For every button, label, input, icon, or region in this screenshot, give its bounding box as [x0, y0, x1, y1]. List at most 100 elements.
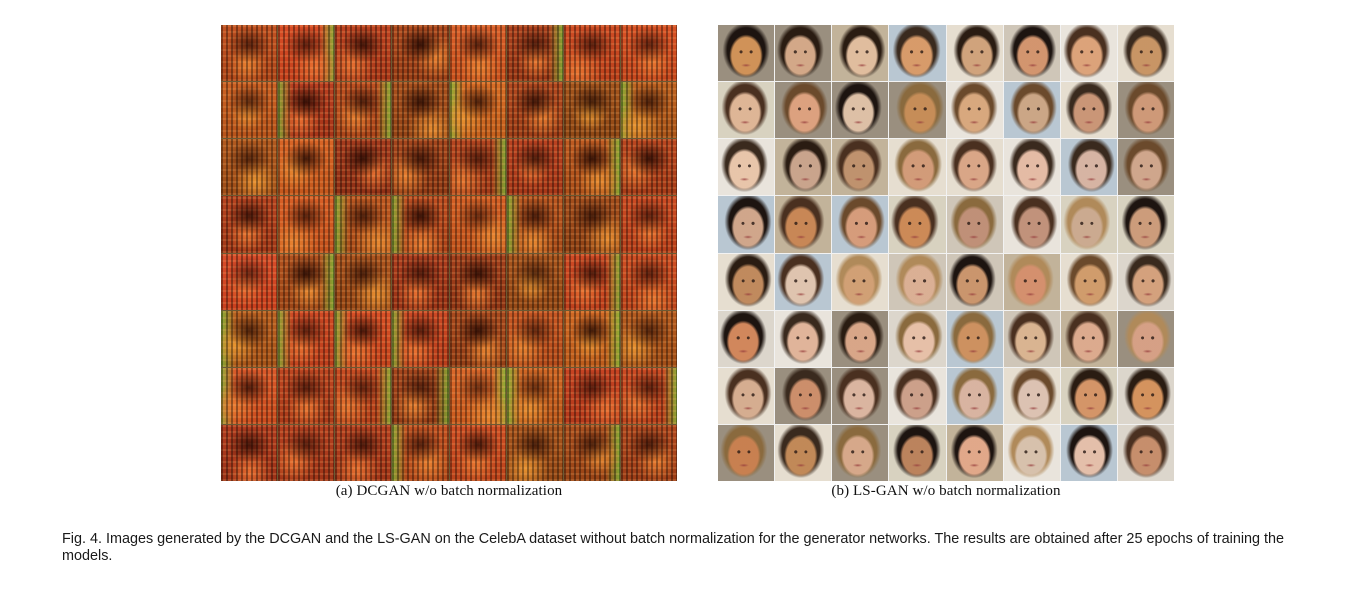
dcgan-sample-tile [335, 25, 392, 82]
dcgan-sample-tile [392, 253, 449, 310]
lsgan-sample-tile [946, 82, 1003, 139]
lsgan-sample-tile [775, 424, 832, 481]
dcgan-sample-tile [392, 25, 449, 82]
dcgan-sample-tile [278, 310, 335, 367]
lsgan-sample-tile [1060, 196, 1117, 253]
lsgan-sample-tile [1117, 253, 1174, 310]
dcgan-sample-tile [449, 25, 506, 82]
lsgan-sample-tile [889, 424, 946, 481]
lsgan-sample-tile [832, 139, 889, 196]
lsgan-sample-tile [946, 367, 1003, 424]
lsgan-sample-tile [832, 196, 889, 253]
lsgan-sample-tile [946, 424, 1003, 481]
lsgan-sample-tile [775, 253, 832, 310]
lsgan-sample-tile [1003, 310, 1060, 367]
lsgan-sample-tile [889, 25, 946, 82]
dcgan-sample-tile [449, 82, 506, 139]
dcgan-sample-tile [335, 367, 392, 424]
dcgan-sample-tile [278, 424, 335, 481]
dcgan-sample-tile [620, 25, 677, 82]
dcgan-sample-tile [620, 196, 677, 253]
dcgan-sample-tile [449, 196, 506, 253]
lsgan-sample-tile [1117, 139, 1174, 196]
dcgan-sample-tile [335, 253, 392, 310]
lsgan-sample-tile [1003, 82, 1060, 139]
dcgan-sample-tile [506, 139, 563, 196]
lsgan-sample-tile [718, 25, 775, 82]
lsgan-sample-tile [1060, 424, 1117, 481]
lsgan-sample-tile [1060, 253, 1117, 310]
lsgan-sample-tile [946, 196, 1003, 253]
dcgan-sample-tile [221, 139, 278, 196]
lsgan-sample-tile [1003, 139, 1060, 196]
dcgan-sample-tile [392, 310, 449, 367]
lsgan-sample-tile [1060, 310, 1117, 367]
lsgan-sample-tile [718, 310, 775, 367]
dcgan-sample-tile [278, 253, 335, 310]
dcgan-sample-tile [335, 310, 392, 367]
dcgan-sample-tile [563, 253, 620, 310]
panel-b-lsgan: (b) LS-GAN w/o batch normalization [718, 25, 1174, 499]
dcgan-sample-tile [620, 367, 677, 424]
lsgan-sample-tile [889, 196, 946, 253]
lsgan-sample-tile [1117, 82, 1174, 139]
dcgan-sample-tile [620, 310, 677, 367]
dcgan-sample-tile [620, 139, 677, 196]
subcaption-b: (b) LS-GAN w/o batch normalization [831, 483, 1061, 499]
lsgan-sample-tile [832, 82, 889, 139]
lsgan-sample-tile [718, 139, 775, 196]
lsgan-sample-tile [889, 367, 946, 424]
lsgan-sample-tile [1003, 367, 1060, 424]
lsgan-sample-tile [1060, 367, 1117, 424]
lsgan-sample-tile [1117, 367, 1174, 424]
lsgan-sample-tile [718, 253, 775, 310]
dcgan-sample-tile [620, 424, 677, 481]
lsgan-sample-tile [832, 310, 889, 367]
dcgan-sample-tile [506, 25, 563, 82]
dcgan-sample-tile [506, 367, 563, 424]
dcgan-sample-tile [449, 310, 506, 367]
dcgan-sample-tile [392, 139, 449, 196]
dcgan-sample-tile [278, 196, 335, 253]
lsgan-sample-tile [946, 310, 1003, 367]
lsgan-sample-tile [775, 196, 832, 253]
dcgan-sample-grid [221, 25, 677, 481]
dcgan-sample-tile [221, 25, 278, 82]
subcaption-a: (a) DCGAN w/o batch normalization [335, 483, 563, 499]
lsgan-sample-tile [775, 82, 832, 139]
lsgan-sample-tile [1117, 25, 1174, 82]
dcgan-sample-tile [563, 424, 620, 481]
lsgan-sample-tile [889, 82, 946, 139]
lsgan-sample-tile [718, 367, 775, 424]
dcgan-sample-tile [620, 253, 677, 310]
dcgan-sample-tile [335, 196, 392, 253]
dcgan-sample-tile [506, 196, 563, 253]
dcgan-sample-tile [392, 424, 449, 481]
dcgan-sample-tile [392, 367, 449, 424]
dcgan-sample-tile [221, 253, 278, 310]
dcgan-sample-tile [335, 139, 392, 196]
dcgan-sample-tile [563, 82, 620, 139]
lsgan-sample-tile [718, 424, 775, 481]
dcgan-sample-tile [449, 367, 506, 424]
dcgan-sample-tile [563, 310, 620, 367]
dcgan-sample-tile [506, 310, 563, 367]
lsgan-sample-tile [832, 367, 889, 424]
dcgan-sample-tile [221, 196, 278, 253]
dcgan-sample-tile [221, 82, 278, 139]
dcgan-sample-tile [221, 310, 278, 367]
dcgan-sample-tile [506, 253, 563, 310]
lsgan-sample-tile [1003, 196, 1060, 253]
lsgan-sample-tile [718, 196, 775, 253]
dcgan-sample-tile [449, 253, 506, 310]
dcgan-sample-tile [335, 82, 392, 139]
lsgan-sample-tile [889, 310, 946, 367]
lsgan-sample-tile [946, 253, 1003, 310]
lsgan-sample-tile [946, 139, 1003, 196]
dcgan-sample-tile [221, 367, 278, 424]
lsgan-sample-tile [1060, 25, 1117, 82]
lsgan-sample-tile [775, 139, 832, 196]
dcgan-sample-tile [392, 82, 449, 139]
dcgan-sample-tile [278, 139, 335, 196]
lsgan-sample-tile [1117, 196, 1174, 253]
